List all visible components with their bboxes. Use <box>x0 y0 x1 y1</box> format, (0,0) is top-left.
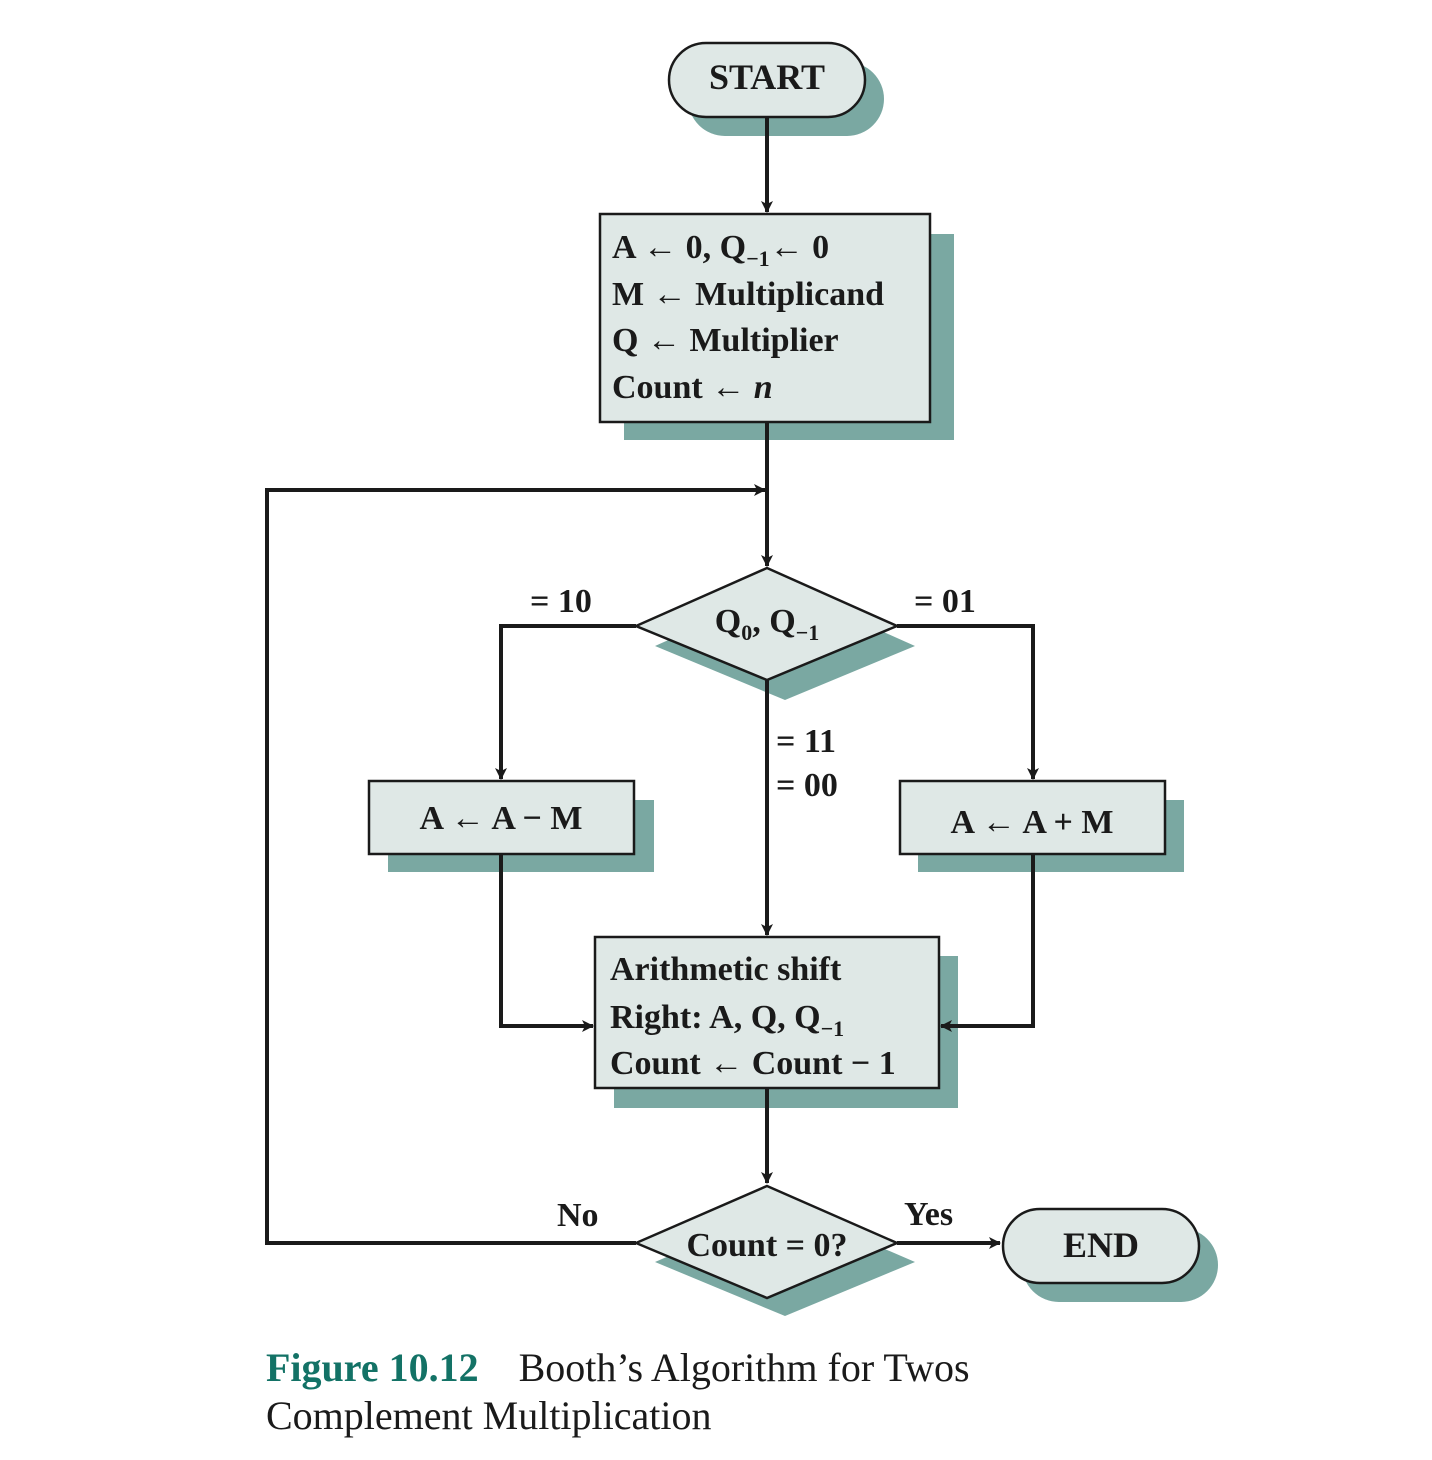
end-label: END <box>1063 1225 1139 1265</box>
edge-add-shift <box>940 854 1035 1032</box>
edge-label-eq11: = 11 <box>776 723 836 760</box>
init-line-2: M ← Multiplicand <box>612 276 884 313</box>
shift-line-2: Right: A, Q, Q−1 <box>610 999 844 1041</box>
shift-line-1: Arithmetic shift <box>610 951 842 988</box>
edge-label-yes: Yes <box>904 1196 953 1233</box>
edge-label-eq01: = 01 <box>914 583 976 620</box>
edge-subtract-shift <box>499 854 594 1032</box>
start-terminal <box>667 41 867 119</box>
decision-count <box>632 1184 901 1300</box>
caption-title-2: Complement Multiplication <box>266 1393 712 1438</box>
edge-decision-add <box>897 624 1039 780</box>
shift-line-3: Count ← Count − 1 <box>610 1045 896 1082</box>
decision-q-label: Q0, Q−1 <box>715 603 819 645</box>
flowchart: START A ← 0, Q−1← 0 M ← Multiplicand Q ←… <box>265 41 1218 1316</box>
decision-q <box>632 566 901 682</box>
subtract-label: A ← A − M <box>420 800 583 837</box>
add-box <box>898 779 1167 856</box>
figure-caption: Figure 10.12 Booth’s Algorithm for Twos C… <box>266 1344 1366 1440</box>
init-box <box>598 212 932 424</box>
edge-loop-back <box>265 484 766 1245</box>
start-label: START <box>709 57 825 97</box>
edge-label-no: No <box>557 1197 599 1234</box>
subtract-box <box>367 779 636 856</box>
decision-count-label: Count = 0? <box>686 1227 847 1264</box>
caption-title-1: Booth’s Algorithm for Twos <box>518 1345 970 1390</box>
add-label: A ← A + M <box>951 804 1114 841</box>
init-line-4: Count ← n <box>612 369 773 406</box>
edge-label-eq10: = 10 <box>530 583 592 620</box>
figure-number: Figure 10.12 <box>266 1345 479 1390</box>
init-line-3: Q ← Multiplier <box>612 322 839 359</box>
caption-line-1: Figure 10.12 Booth’s Algorithm for Twos <box>266 1344 1366 1392</box>
init-line-1: A ← 0, Q−1← 0 <box>612 229 829 271</box>
end-terminal <box>1001 1207 1201 1285</box>
edge-label-eq00: = 00 <box>776 767 838 804</box>
edge-decision-subtract <box>495 624 636 780</box>
shift-box <box>593 935 941 1090</box>
